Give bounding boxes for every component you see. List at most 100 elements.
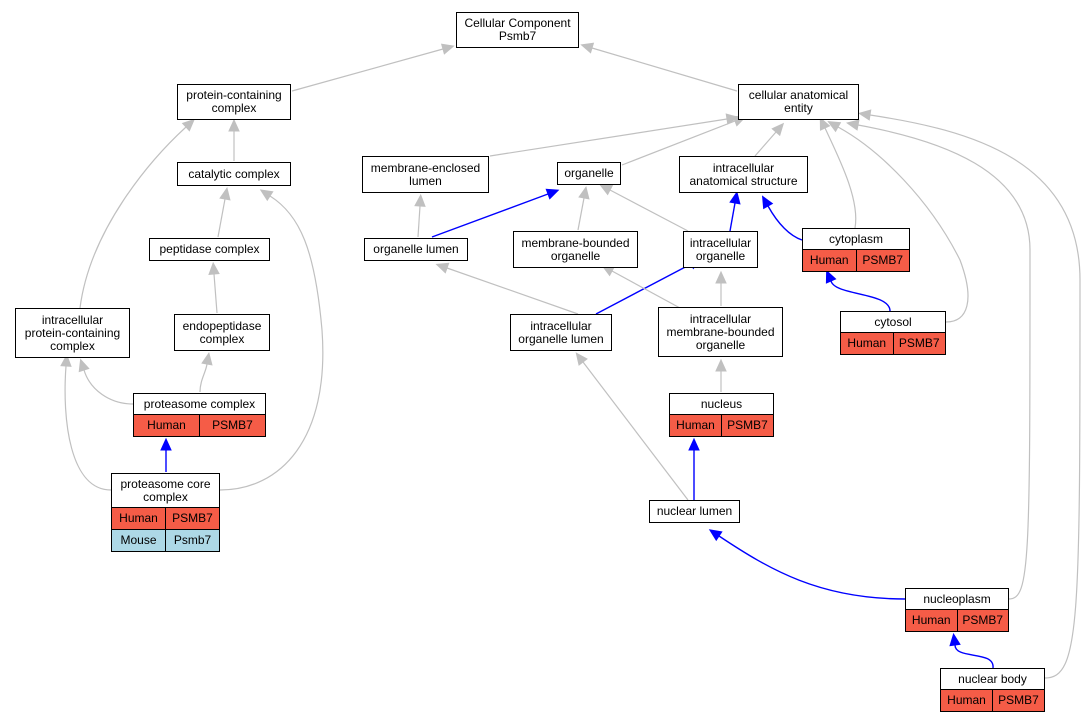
- edge-mbo-organelle: [577, 197, 585, 231]
- edge-peptidase-catalytic: [217, 198, 226, 238]
- node-organelle-lumen[interactable]: organelle lumen: [364, 238, 468, 261]
- edge-nucbody-nucleoplasm: [954, 644, 994, 669]
- edge-mel-cae: [489, 118, 728, 157]
- gene-cell: PSMB7: [199, 415, 265, 436]
- arrowhead-ias-cae: [771, 122, 785, 137]
- edge-pcc-root: [291, 48, 444, 92]
- node-label: cellular anatomical entity: [748, 88, 849, 115]
- species-cell: Human: [119, 511, 158, 525]
- arrowhead-iol-orglumen: [435, 262, 450, 274]
- human-gene-row: Human PSMB7: [112, 507, 219, 529]
- gene-cell: Psmb7: [165, 530, 219, 551]
- arrowhead-intorg-ias: [729, 190, 741, 205]
- node-nuclear-body[interactable]: nuclear body Human PSMB7: [940, 668, 1045, 712]
- node-intracellular-organelle[interactable]: intracellular organelle: [683, 231, 758, 268]
- gene-cell: PSMB7: [165, 508, 219, 529]
- node-protein-containing-complex[interactable]: protein-containing complex: [177, 84, 291, 120]
- node-label: cytoplasm: [828, 231, 884, 246]
- node-catalytic-complex[interactable]: catalytic complex: [177, 162, 291, 186]
- arrowhead-nuclumen-nucleus: [688, 437, 700, 451]
- arrowhead-nucleoplasm-nuclumen: [708, 529, 723, 542]
- human-gene-row: Human PSMB7: [841, 332, 945, 354]
- arrowhead-ipcc-pcc: [181, 118, 195, 132]
- edge-proteasome-endopep: [199, 363, 208, 393]
- mouse-gene-row: Mouse Psmb7: [112, 529, 219, 551]
- edge-ipcc-pcc: [79, 126, 187, 309]
- node-proteasome-complex[interactable]: proteasome complex Human PSMB7: [133, 393, 266, 437]
- arrowhead-nucleus-imbo: [715, 358, 727, 372]
- arrowhead-pcc-root: [440, 43, 455, 55]
- species-cell: Human: [147, 418, 186, 432]
- edge-cytosol-cytoplasm: [830, 280, 891, 312]
- node-nuclear-lumen[interactable]: nuclear lumen: [649, 500, 740, 523]
- species-cell: Human: [676, 418, 715, 432]
- arrowhead-nuclumen-iol: [575, 352, 588, 366]
- edge-intorg-organelle: [609, 189, 689, 232]
- edge-core-ipcc: [64, 365, 112, 491]
- node-label: cytosol: [874, 314, 912, 329]
- edge-iol-intorg: [595, 263, 692, 315]
- arrowhead-nucbody-nucleoplasm: [949, 632, 961, 647]
- node-intracellular-membrane-bounded-organelle[interactable]: intracellular membrane-bounded organelle: [658, 307, 783, 357]
- node-nucleus[interactable]: nucleus Human PSMB7: [669, 393, 774, 437]
- node-label: protein-containing complex: [186, 88, 282, 115]
- edge-cytosol-cae: [837, 126, 969, 323]
- human-gene-row: Human PSMB7: [670, 414, 773, 436]
- node-intracellular-anatomical-structure[interactable]: intracellular anatomical structure: [679, 156, 808, 193]
- node-label: organelle lumen: [373, 242, 459, 256]
- gene-cell: PSMB7: [956, 610, 1009, 631]
- arrowhead-intorg-organelle: [599, 184, 614, 196]
- edge-organelle-cae: [621, 120, 736, 166]
- node-intracellular-protein-containing-complex[interactable]: intracellular protein-containing complex: [15, 308, 130, 358]
- node-organelle[interactable]: organelle: [557, 162, 621, 185]
- species-cell: Human: [809, 253, 849, 267]
- arrowhead-orglumen-mel: [414, 193, 426, 207]
- arrowhead-nucbody-cae: [857, 109, 872, 121]
- arrowhead-cytosol-cytoplasm: [825, 269, 837, 284]
- node-membrane-enclosed-lumen[interactable]: membrane-enclosed lumen: [362, 156, 489, 193]
- edge-nucbody-cae: [869, 114, 1081, 679]
- edge-orglumen-mel: [417, 205, 421, 238]
- gene-cell: PSMB7: [992, 690, 1044, 711]
- edge-orglumen-organelle: [431, 193, 549, 238]
- arrowhead-proteasome-endopep: [201, 351, 213, 366]
- node-membrane-bounded-organelle[interactable]: membrane-bounded organelle: [513, 231, 638, 268]
- node-cellular-anatomical-entity[interactable]: cellular anatomical entity: [738, 84, 859, 120]
- edge-nucleoplasm-nuclumen: [718, 535, 906, 600]
- edge-endopep-peptidase: [213, 273, 218, 314]
- node-cytoplasm[interactable]: cytoplasm Human PSMB7: [802, 228, 910, 272]
- edge-cytoplasm-cae: [824, 127, 857, 229]
- arrowhead-core-catalytic: [259, 189, 274, 202]
- edge-intorg-ias: [729, 202, 736, 232]
- node-label: organelle: [564, 166, 614, 180]
- gene-cell: PSMB7: [721, 415, 773, 436]
- node-proteasome-core-complex[interactable]: proteasome core complex Human PSMB7 Mous…: [111, 473, 220, 552]
- human-gene-row: Human PSMB7: [906, 609, 1008, 631]
- node-label: nucleoplasm: [923, 591, 991, 606]
- edge-nucleoplasm-cae: [857, 124, 1031, 600]
- node-label: catalytic complex: [188, 166, 280, 181]
- edge-core-catalytic: [219, 195, 324, 491]
- node-label: nuclear lumen: [656, 504, 733, 518]
- node-label: intracellular membrane-bounded organelle: [666, 311, 775, 352]
- edge-nuclumen-iol: [582, 361, 689, 501]
- node-cellular-component[interactable]: Cellular Component Psmb7: [456, 12, 579, 48]
- edge-iol-orglumen: [446, 267, 579, 315]
- node-peptidase-complex[interactable]: peptidase complex: [149, 238, 270, 261]
- species-cell: Human: [847, 336, 887, 350]
- node-label: intracellular organelle lumen: [518, 318, 604, 346]
- gene-cell: PSMB7: [892, 333, 946, 354]
- node-cytosol[interactable]: cytosol Human PSMB7: [840, 311, 946, 355]
- arrowhead-mbo-organelle: [578, 186, 590, 200]
- arrowhead-catalytic-pcc: [228, 118, 240, 132]
- arrowhead-core-proteasome: [160, 437, 172, 451]
- node-nucleoplasm[interactable]: nucleoplasm Human PSMB7: [905, 588, 1009, 632]
- node-intracellular-organelle-lumen[interactable]: intracellular organelle lumen: [510, 314, 612, 351]
- species-cell: Mouse: [120, 533, 157, 547]
- human-gene-row: Human PSMB7: [803, 249, 909, 271]
- node-label: proteasome core complex: [120, 476, 211, 504]
- arrowhead-cae-root: [580, 42, 595, 54]
- node-endopeptidase-complex[interactable]: endopeptidase complex: [174, 314, 270, 351]
- arrowhead-core-ipcc: [60, 353, 72, 367]
